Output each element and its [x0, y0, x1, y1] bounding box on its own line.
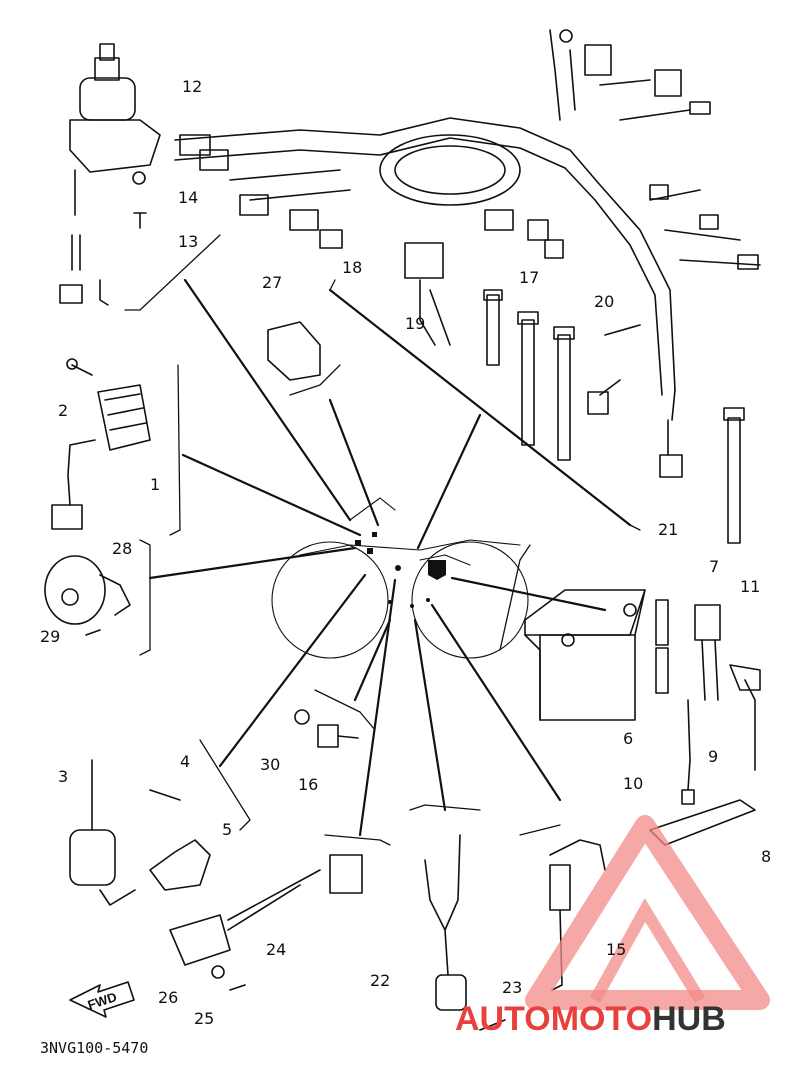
callout-23: 23 — [502, 978, 522, 997]
washer-14 — [132, 171, 146, 185]
neutral-switch-16 — [317, 724, 359, 748]
callouts: 12 14 13 18 19 17 20 27 2 1 28 29 21 7 1… — [40, 77, 771, 1028]
callout-19: 19 — [405, 314, 425, 333]
callout-17: 17 — [519, 268, 539, 287]
leader-lines — [148, 278, 632, 837]
washer-30 — [294, 709, 310, 725]
fwd-arrow-icon: FWD — [69, 981, 135, 1018]
washer-26 — [211, 965, 225, 979]
callout-1: 1 — [150, 475, 160, 494]
callout-8: 8 — [761, 847, 771, 866]
document-code: 3NVG100-5470 — [40, 1039, 148, 1057]
wire-harness-part — [174, 29, 761, 478]
callout-9: 9 — [708, 747, 718, 766]
bracket-lines — [124, 234, 641, 846]
watermark-text: AUTOMOTOHUB — [455, 1000, 726, 1038]
rectifier-regulator-part — [51, 384, 151, 530]
callout-21: 21 — [658, 520, 678, 539]
callout-27: 27 — [262, 273, 282, 292]
motorcycle-outline — [271, 497, 529, 659]
frame-dots — [355, 532, 446, 608]
callout-26: 26 — [158, 988, 178, 1007]
cable-band-20 — [517, 311, 575, 461]
battery-part — [524, 589, 646, 721]
cable-band-21 — [723, 407, 745, 544]
callout-25: 25 — [194, 1009, 214, 1028]
callout-22: 22 — [370, 971, 390, 990]
cable-10 — [681, 699, 695, 805]
callout-13: 13 — [178, 232, 198, 251]
callout-3: 3 — [58, 767, 68, 786]
callout-6: 6 — [623, 729, 633, 748]
callout-2: 2 — [58, 401, 68, 420]
callout-29: 29 — [40, 627, 60, 646]
cable-9 — [729, 664, 761, 771]
bolt-2-head — [66, 358, 78, 370]
callout-30: 30 — [260, 755, 280, 774]
sensor-22 — [424, 834, 467, 1011]
bolt-29 — [85, 629, 101, 636]
switch-15 — [549, 839, 606, 991]
starter-relay-11 — [694, 604, 721, 701]
callout-24: 24 — [266, 940, 286, 959]
screw-4 — [149, 789, 181, 801]
relay-27 — [267, 321, 321, 381]
horn-part — [44, 555, 131, 625]
callout-10: 10 — [623, 774, 643, 793]
callout-28: 28 — [112, 539, 132, 558]
cdi-unit-part — [169, 854, 363, 966]
watermark-moto: MOTO — [551, 1000, 652, 1038]
callout-5: 5 — [222, 820, 232, 839]
bolt-2 — [71, 364, 93, 376]
screw-23 — [479, 1019, 506, 1031]
callout-11: 11 — [740, 577, 760, 596]
screw-25 — [229, 984, 246, 991]
cable-band-17 — [483, 289, 503, 366]
callout-12: 12 — [182, 77, 202, 96]
battery-band-8 — [649, 799, 756, 846]
main-switch-part — [59, 43, 161, 306]
callout-7: 7 — [709, 557, 719, 576]
watermark-hub: HUB — [652, 1000, 726, 1038]
watermark-logo — [525, 815, 770, 1010]
ignition-coil-part — [69, 759, 136, 906]
callout-15: 15 — [606, 940, 626, 959]
screw-13 — [133, 212, 147, 229]
fuse-7 — [655, 599, 669, 694]
callout-20: 20 — [594, 292, 614, 311]
callout-14: 14 — [178, 188, 198, 207]
callout-18: 18 — [342, 258, 362, 277]
callout-16: 16 — [298, 775, 318, 794]
callout-4: 4 — [180, 752, 190, 771]
spark-plug-cap-part — [149, 839, 211, 891]
watermark-auto: AUTO — [455, 1000, 551, 1038]
